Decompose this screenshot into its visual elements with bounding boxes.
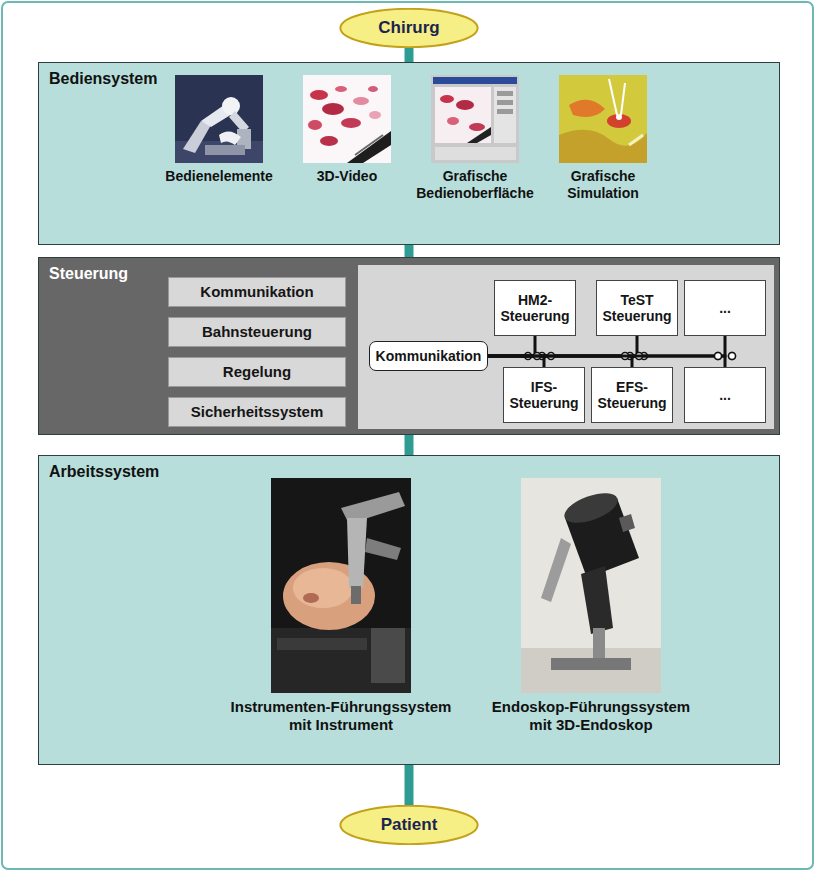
bus-junction <box>729 353 736 360</box>
ellipse-shape <box>340 806 477 844</box>
function-box: Kommunikation <box>168 277 346 307</box>
box-label: TeST Steuerung <box>597 292 677 324</box>
bus-box: Kommunikation <box>369 341 488 371</box>
box-label: Sicherheitssystem <box>191 403 324 420</box>
box-label: ... <box>719 387 731 403</box>
image-caption: Instrumenten-Führungssystem mit Instrume… <box>223 698 459 734</box>
box-label: Kommunikation <box>376 348 482 364</box>
user-interface-picture <box>431 75 519 163</box>
bus-line <box>488 336 637 356</box>
system-band: Steuerung KommunikationBahnsteuerungRege… <box>38 257 780 435</box>
link-bar <box>405 765 414 805</box>
link-bar <box>405 48 414 62</box>
bus-line <box>488 356 725 367</box>
function-box: Regelung <box>168 357 346 387</box>
controller-box: IFS-Steuerung <box>503 367 585 423</box>
controller-box: ... <box>684 367 766 423</box>
control-device-picture <box>175 75 263 163</box>
controller-box: HM2-Steuerung <box>494 280 576 336</box>
image-tile: 3D-Video <box>285 75 409 215</box>
band-title: Bediensystem <box>49 70 158 88</box>
box-label: ... <box>719 300 731 316</box>
image-caption: Grafische Bedienoberfläche <box>413 168 537 202</box>
controller-box: ... <box>684 280 766 336</box>
image-caption: Grafische Simulation <box>541 168 665 202</box>
terminal-label: Patient <box>381 815 438 835</box>
simulation-picture <box>559 75 647 163</box>
image-caption: Bedienelemente <box>157 168 281 185</box>
image-caption: 3D-Video <box>285 168 409 185</box>
box-label: IFS-Steuerung <box>504 379 584 411</box>
system-band: Bediensystem Bedienelemente 3D-Video <box>38 62 780 245</box>
image-tile: Grafische Bedienoberfläche <box>413 75 537 215</box>
image-caption: Endoskop-Führungssystem mit 3D-Endoskop <box>486 698 696 734</box>
box-label: Bahnsteuerung <box>202 323 312 340</box>
bus-junction <box>729 353 736 360</box>
band-title: Arbeitssystem <box>49 463 159 481</box>
instrument-system-photo <box>271 478 411 693</box>
terminal-ellipse: Patient <box>339 805 479 845</box>
box-label: Regelung <box>223 363 291 380</box>
video-picture <box>303 75 391 163</box>
image-tile: Instrumenten-Führungssystem mit Instrume… <box>223 478 459 763</box>
system-band: Arbeitssystem Instrumenten-Führungssyste… <box>38 455 780 765</box>
image-tile: Grafische Simulation <box>541 75 665 215</box>
bus-line <box>488 336 725 356</box>
ellipse-shape <box>340 9 477 47</box>
terminal-ellipse: Chirurg <box>339 8 479 48</box>
image-tile: Bedienelemente <box>157 75 281 215</box>
box-label: Kommunikation <box>200 283 313 300</box>
band-title: Steuerung <box>49 265 128 283</box>
link-bar <box>405 245 414 257</box>
box-label: EFS-Steuerung <box>592 379 672 411</box>
link-bar <box>405 435 414 455</box>
bus-junction <box>715 353 722 360</box>
controller-box: EFS-Steuerung <box>591 367 673 423</box>
bus-line <box>488 356 632 367</box>
function-box: Bahnsteuerung <box>168 317 346 347</box>
terminal-label: Chirurg <box>378 18 439 38</box>
endoscope-system-photo <box>521 478 661 693</box>
bus-junction <box>715 353 722 360</box>
image-tile: Endoskop-Führungssystem mit 3D-Endoskop <box>486 478 696 763</box>
controller-box: TeST Steuerung <box>596 280 678 336</box>
function-box: Sicherheitssystem <box>168 397 346 427</box>
box-label: HM2-Steuerung <box>495 292 575 324</box>
